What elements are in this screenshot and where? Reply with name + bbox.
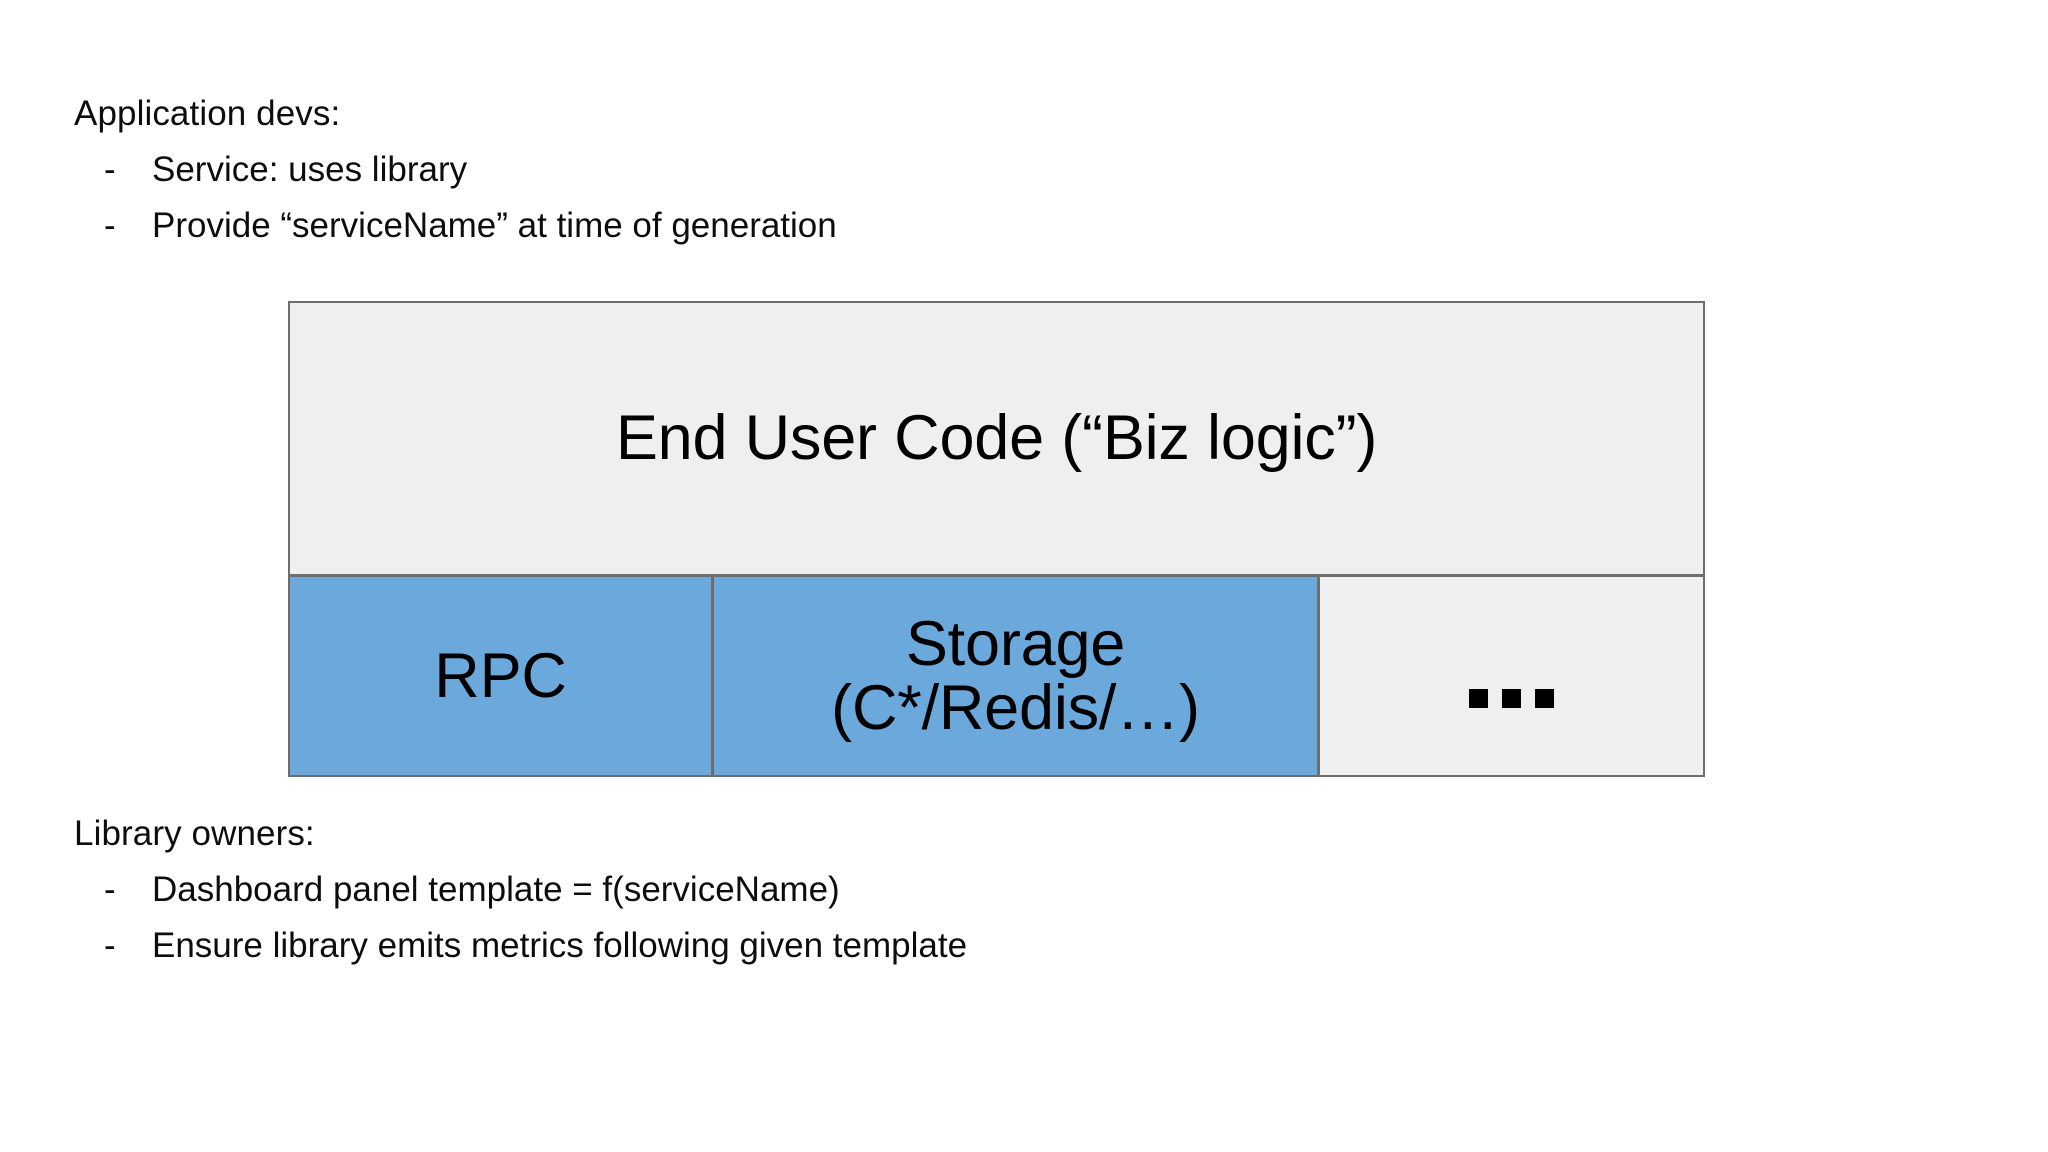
stack-box-label-line1: Storage [905, 608, 1126, 679]
list-item: - Ensure library emits metrics following… [74, 918, 967, 974]
dash-marker-icon: - [104, 150, 116, 189]
dash-marker-icon: - [104, 206, 116, 245]
ellipsis-icon [1469, 645, 1554, 708]
bullet-text: Dashboard panel template = f(serviceName… [152, 870, 840, 909]
library-owners-bullet-list: - Dashboard panel template = f(serviceNa… [74, 862, 967, 974]
list-item: - Service: uses library [74, 142, 837, 198]
application-devs-block: Application devs: - Service: uses librar… [74, 86, 837, 254]
stack-box-label-multiline: Storage (C*/Redis/…) [823, 612, 1208, 741]
list-item: - Provide “serviceName” at time of gener… [74, 198, 837, 254]
ellipsis-dot [1535, 688, 1554, 708]
ellipsis-dot [1469, 688, 1488, 708]
bullet-text: Service: uses library [152, 150, 468, 189]
architecture-stack-diagram: End User Code (“Biz logic”) RPC Storage … [288, 301, 1705, 777]
stack-box-label: End User Code (“Biz logic”) [615, 403, 1378, 474]
stack-box-rpc: RPC [288, 575, 713, 777]
stack-box-label-line2: (C*/Redis/…) [831, 673, 1200, 743]
ellipsis-dot [1502, 688, 1521, 708]
application-devs-bullet-list: - Service: uses library - Provide “servi… [74, 142, 837, 254]
bullet-text: Ensure library emits metrics following g… [152, 926, 968, 965]
stack-box-storage: Storage (C*/Redis/…) [712, 575, 1319, 777]
dash-marker-icon: - [104, 870, 116, 909]
application-devs-heading: Application devs: [74, 94, 341, 133]
stack-box-label: RPC [434, 640, 567, 711]
stack-box-end-user-code: End User Code (“Biz logic”) [288, 301, 1705, 576]
list-item: - Dashboard panel template = f(serviceNa… [74, 862, 967, 918]
bullet-text: Provide “serviceName” at time of generat… [152, 206, 837, 245]
dash-marker-icon: - [104, 926, 116, 965]
library-owners-heading: Library owners: [74, 814, 315, 853]
library-owners-block: Library owners: - Dashboard panel templa… [74, 806, 967, 974]
stack-box-more [1318, 575, 1705, 777]
